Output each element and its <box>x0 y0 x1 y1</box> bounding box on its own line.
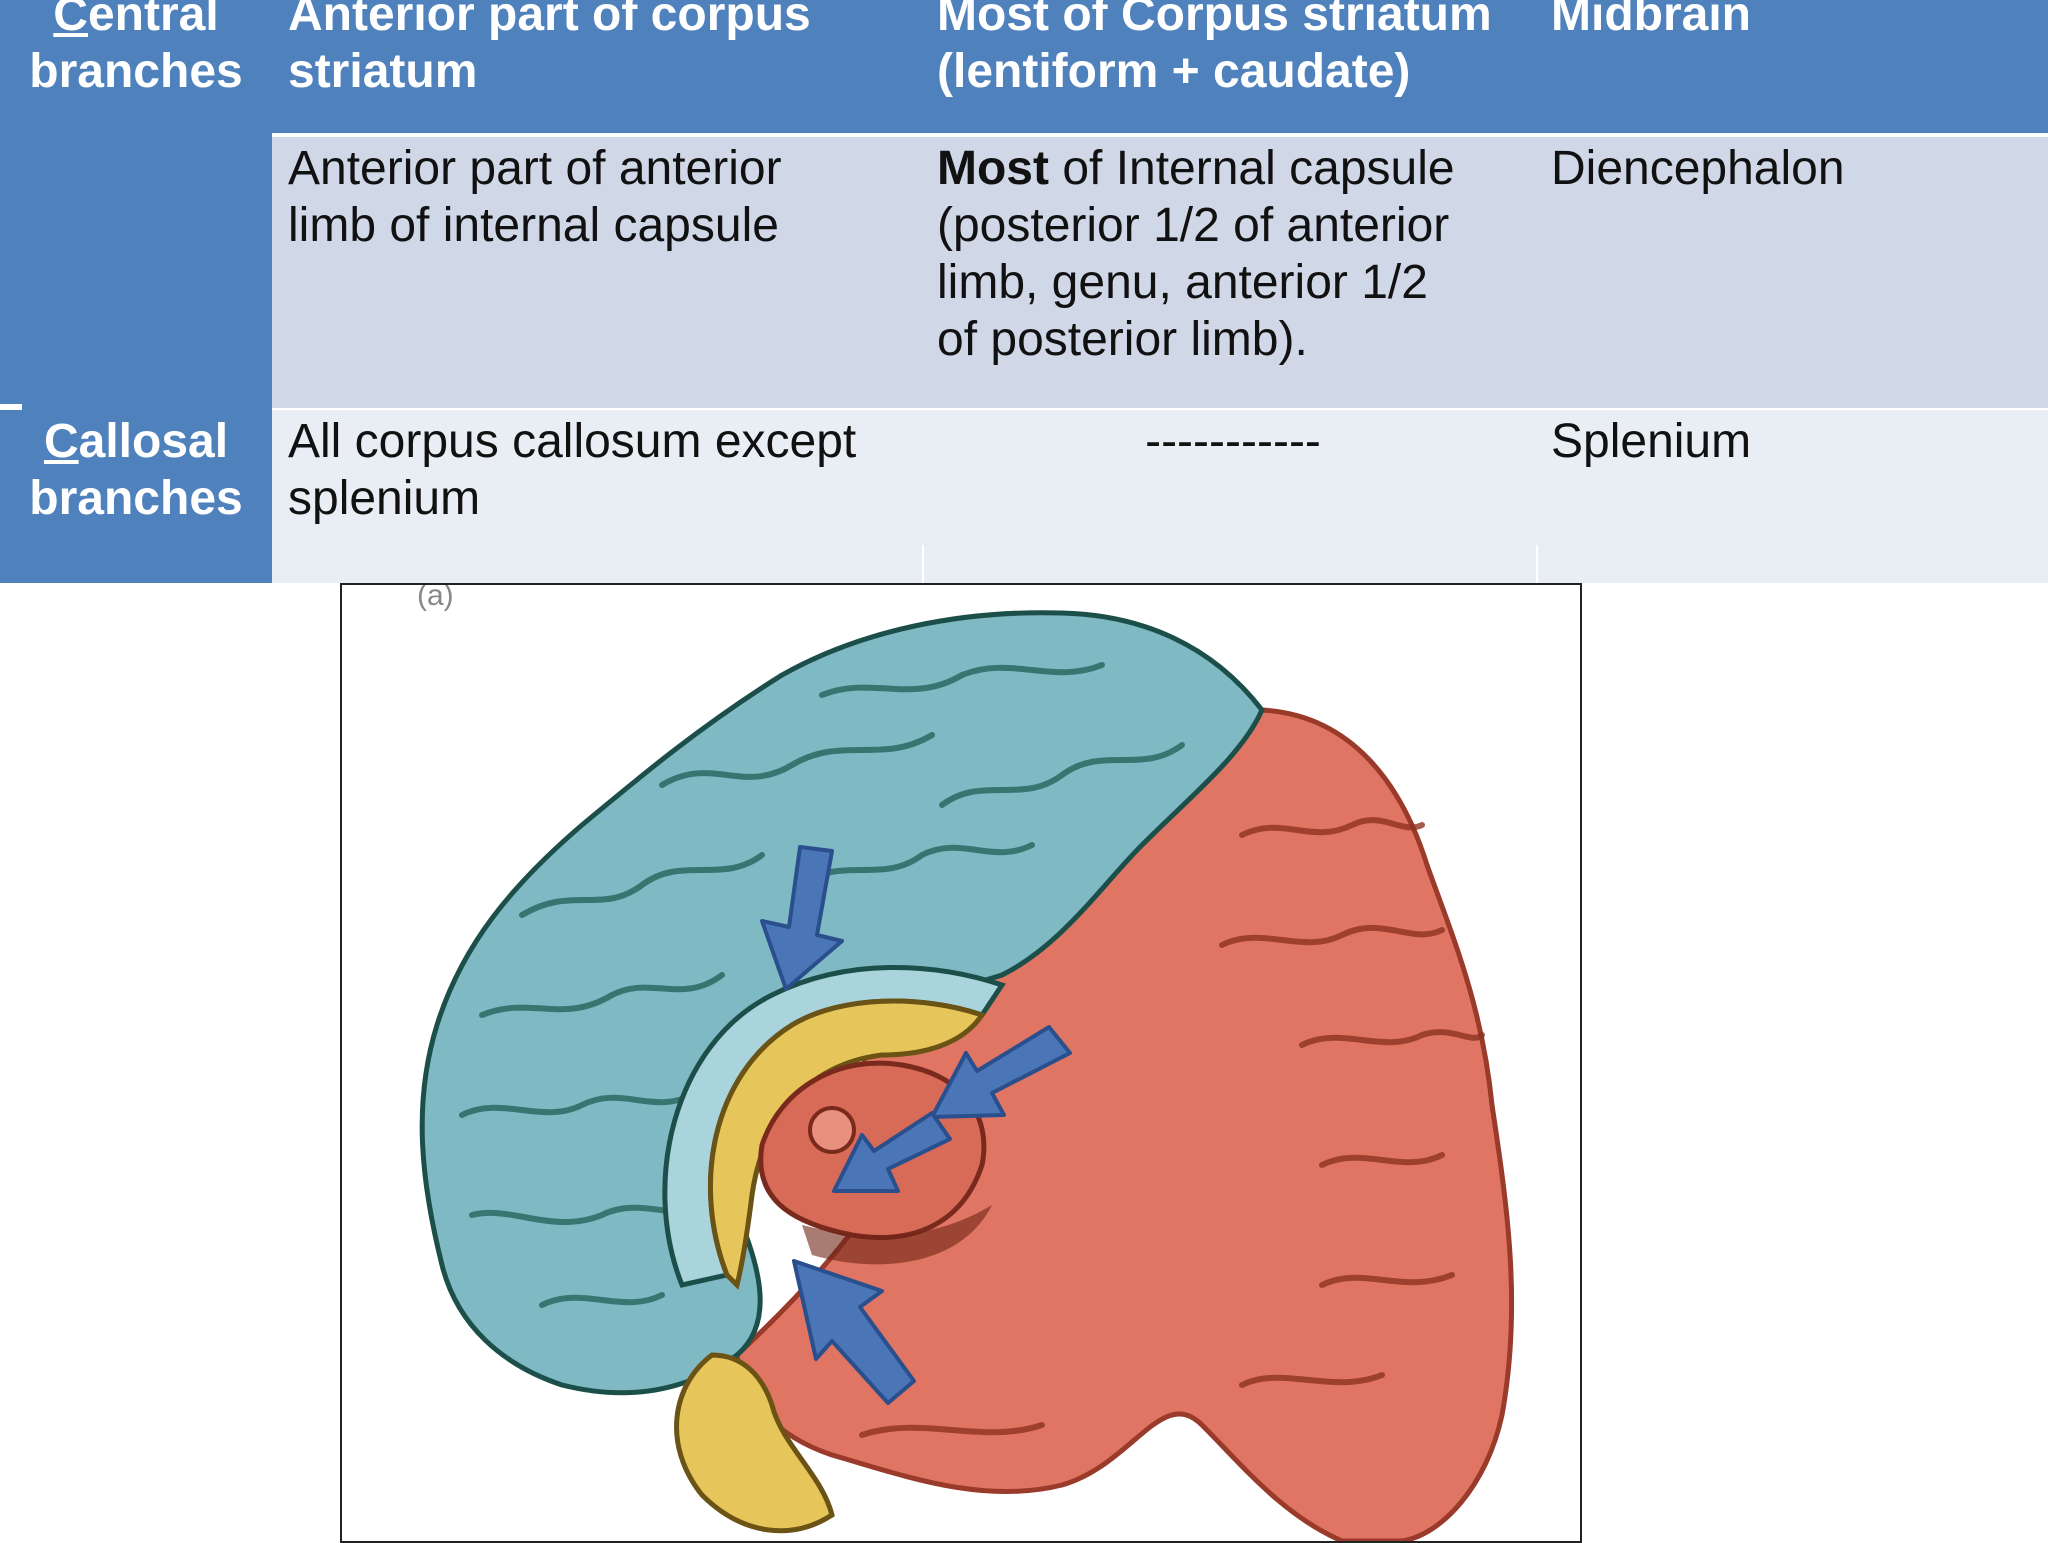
row2-col1-line1: All corpus callosum except <box>288 415 857 468</box>
row1-col1-line2: limb of internal capsule <box>288 199 779 252</box>
arrow-up-icon <box>792 1259 916 1405</box>
row2-col3-text: Splenium <box>1551 415 1752 468</box>
brainstem-shadow <box>802 1205 992 1265</box>
row-label-column <box>0 0 272 583</box>
arrow-icons <box>760 845 1072 1405</box>
header-col2-line1: Most of Corpus striatum <box>937 0 1492 41</box>
row1-col1: Anterior part of anterior limb of intern… <box>264 140 924 254</box>
header-col1: Anterior part of corpus striatum <box>264 0 924 100</box>
header-col3: Midbrain <box>1527 0 2027 43</box>
row1-col2-bold: Most <box>937 142 1049 195</box>
corpus-callosum-region <box>708 998 986 1290</box>
label-initial: C <box>53 0 88 41</box>
table-header-band <box>0 0 2048 133</box>
row-label-central-branches: Central branches <box>0 0 272 100</box>
row1-col2-line1: of Internal capsule <box>1048 142 1455 195</box>
row2-col1-line2: splenium <box>288 472 481 525</box>
row1-col1-line1: Anterior part of anterior <box>288 142 782 195</box>
label-line2: branches <box>29 472 243 525</box>
column-divider <box>922 545 924 583</box>
row1-col2-line2: (posterior 1/2 of anterior <box>937 199 1450 252</box>
label-rest: entral <box>87 0 219 41</box>
header-col2: Most of Corpus striatum (lentiform + cau… <box>913 0 1553 100</box>
table-row-2-background <box>272 410 2048 583</box>
row2-col2-dashes: ----------- <box>1145 415 1321 468</box>
column-divider <box>1536 545 1538 583</box>
header-col1-line2: striatum <box>288 45 478 98</box>
row1-col3: Diencephalon <box>1527 140 2047 197</box>
row2-col3: Splenium <box>1527 413 2047 470</box>
row1-col2-line3: limb, genu, anterior 1/2 <box>937 256 1428 309</box>
red-gyri-pattern <box>859 817 1485 1438</box>
row-separator <box>0 404 22 410</box>
header-col1-line1: Anterior part of corpus <box>288 0 811 41</box>
temporal-pole-region <box>674 1352 835 1534</box>
row2-col2: ----------- <box>913 413 1553 470</box>
label-initial: C <box>43 415 79 468</box>
mammillary-body <box>808 1106 856 1154</box>
row1-col3-text: Diencephalon <box>1551 142 1845 195</box>
header-col2-line2: (lentiform + caudate) <box>937 45 1411 98</box>
table-row-1-background <box>272 137 2048 408</box>
row1-col2-line4: of posterior limb). <box>937 313 1308 366</box>
gyri-pattern <box>459 662 1185 1308</box>
arrow-left-icon <box>930 1025 1072 1119</box>
label-line2: branches <box>29 45 243 98</box>
panel-letter: (a) <box>417 585 454 612</box>
brain-figure: (a) <box>340 583 1582 1543</box>
arrow-down-icon <box>760 845 844 991</box>
header-col3-text: Midbrain <box>1551 0 1751 41</box>
row-label-callosal-branches: Callosal branches <box>0 413 272 527</box>
row2-col1: All corpus callosum except splenium <box>264 413 924 527</box>
row1-col2: Most of Internal capsule (posterior 1/2 … <box>913 140 1553 368</box>
brain-medial-surface-icon: (a) <box>417 585 1515 1541</box>
arrow-left-icon <box>832 1111 952 1193</box>
label-rest: allosal <box>78 415 229 468</box>
